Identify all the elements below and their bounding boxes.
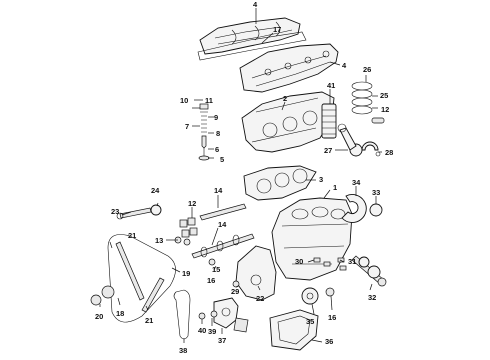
valve-cover-gasket [197, 31, 307, 61]
callout-38: 38 [179, 346, 187, 355]
callout-7: 7 [185, 122, 189, 131]
callout-16-left: 16 [207, 276, 215, 285]
callout-33: 33 [372, 188, 380, 197]
callout-24: 24 [151, 186, 160, 195]
callout-19: 19 [182, 269, 190, 278]
callout-3: 3 [319, 175, 323, 184]
callout-12: 12 [188, 199, 196, 208]
timing-chain [107, 234, 176, 323]
valve-cover [239, 43, 339, 93]
sprockets [90, 285, 115, 306]
crank-sprocket [325, 287, 335, 297]
callout-36: 36 [325, 337, 333, 346]
callout-15: 15 [212, 265, 220, 274]
callout-13: 13 [155, 236, 163, 245]
callout-26: 26 [363, 65, 371, 74]
callout-4-cover: 4 [253, 0, 258, 9]
callout-10: 10 [180, 96, 188, 105]
chain-guide [115, 241, 145, 301]
piston-rings [351, 81, 373, 115]
callout-21-upper: 21 [128, 231, 136, 240]
leader-lines [99, 8, 382, 343]
callout-9: 9 [214, 113, 218, 122]
callout-30: 30 [295, 257, 303, 266]
oil-pump [213, 297, 239, 329]
oil-pump-bolt [210, 310, 218, 318]
callout-41: 41 [327, 81, 335, 90]
callout-22: 22 [256, 294, 264, 303]
engine-block [271, 197, 353, 281]
connecting-rod [337, 123, 363, 157]
callout-11: 11 [205, 96, 213, 105]
callout-37: 37 [218, 336, 226, 345]
engine-cover [199, 17, 301, 55]
head-gasket [243, 165, 317, 201]
oil-filter [321, 103, 337, 139]
tensioner [116, 204, 162, 220]
rear-cover [341, 194, 367, 223]
callout-29: 29 [231, 287, 239, 296]
callout-23: 23 [111, 207, 119, 216]
camshaft [191, 233, 255, 259]
chain-guide-right [141, 277, 165, 313]
callout-12-right: 12 [381, 105, 389, 114]
callout-20: 20 [95, 312, 103, 321]
callout-32: 32 [368, 293, 376, 302]
cylinder-head [241, 91, 335, 153]
parts-illustration [90, 17, 387, 351]
callout-35: 35 [306, 317, 314, 326]
callout-31: 31 [348, 257, 356, 266]
callout-34: 34 [352, 178, 361, 187]
callout-39: 39 [208, 327, 216, 336]
timing-cover [235, 245, 277, 301]
callout-25: 25 [380, 91, 388, 100]
callout-21-lower: 21 [145, 316, 153, 325]
callout-16-right: 16 [328, 313, 336, 322]
valve-train-parts [198, 103, 210, 161]
crank-bearings [313, 257, 347, 271]
callout-14-lower: 14 [218, 220, 227, 229]
pickup-tube [233, 317, 249, 333]
callout-8: 8 [216, 129, 220, 138]
callout-4-valve-cover: 4 [342, 61, 347, 70]
callout-14-upper: 14 [214, 186, 223, 195]
cam-bearing-caps [179, 217, 198, 238]
rear-seal [369, 203, 383, 217]
camshaft-upper [199, 203, 247, 221]
crankshaft [351, 255, 387, 287]
callout-5: 5 [220, 155, 224, 164]
callout-1: 1 [333, 183, 337, 192]
callout-2: 2 [283, 94, 287, 103]
callout-27: 27 [324, 146, 332, 155]
callout-40: 40 [198, 326, 206, 335]
callout-28: 28 [385, 148, 393, 157]
drive-belt [173, 289, 191, 340]
oil-pump-gear [198, 312, 206, 320]
callout-6: 6 [215, 145, 219, 154]
callout-numbers: 4 17 4 26 25 41 2 12 27 28 10 11 9 7 8 6… [95, 0, 393, 355]
piston-pin [371, 117, 385, 124]
callout-17: 17 [273, 25, 281, 34]
rod-bearing [361, 141, 381, 157]
oil-pan [269, 309, 319, 351]
harmonic-balancer [301, 287, 319, 305]
callout-18: 18 [116, 309, 124, 318]
